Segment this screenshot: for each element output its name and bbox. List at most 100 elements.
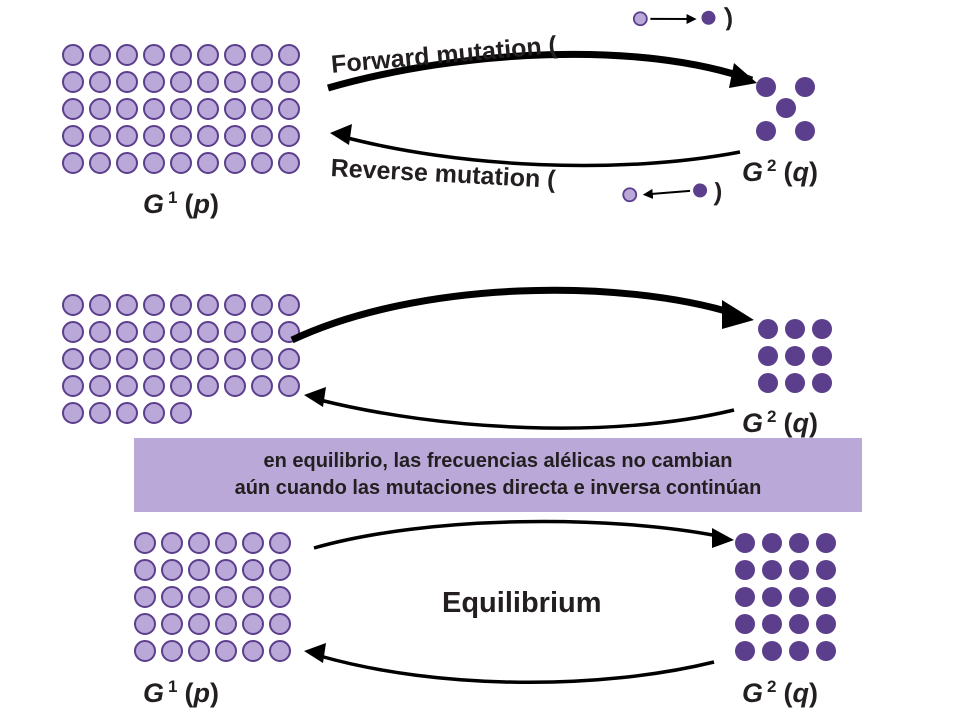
dark-allele-circle bbox=[812, 373, 832, 393]
light-allele-circle bbox=[197, 152, 219, 174]
light-allele-circle bbox=[143, 321, 165, 343]
dark-allele-circle bbox=[762, 614, 782, 634]
dark-allele-circle bbox=[816, 641, 836, 661]
light-allele-circle bbox=[170, 402, 192, 424]
light-allele-circle bbox=[116, 375, 138, 397]
light-allele-circle bbox=[89, 152, 111, 174]
light-allele-circle bbox=[269, 532, 291, 554]
light-allele-circle bbox=[251, 348, 273, 370]
light-allele-circle bbox=[143, 294, 165, 316]
dark-allele-icon bbox=[701, 10, 716, 25]
dark-allele-circle bbox=[812, 346, 832, 366]
light-allele-circle bbox=[188, 586, 210, 608]
dark-allele-circle bbox=[762, 641, 782, 661]
reverse-arrowhead-middle bbox=[304, 387, 326, 407]
light-allele-circle bbox=[224, 348, 246, 370]
light-allele-circle bbox=[278, 71, 300, 93]
light-allele-circle bbox=[116, 321, 138, 343]
light-allele-circle bbox=[224, 152, 246, 174]
light-allele-circle bbox=[89, 294, 111, 316]
dark-allele-circle bbox=[758, 319, 778, 339]
light-allele-circle bbox=[278, 152, 300, 174]
light-allele-circle bbox=[134, 613, 156, 635]
light-allele-circle bbox=[224, 294, 246, 316]
light-allele-circle bbox=[278, 375, 300, 397]
light-allele-circle bbox=[278, 294, 300, 316]
light-allele-circle bbox=[242, 559, 264, 581]
light-allele-circle bbox=[116, 71, 138, 93]
small-arrow-icon bbox=[642, 188, 691, 199]
reverse-mutation-text: Reverse mutation ( bbox=[330, 154, 557, 194]
dark-allele-circle bbox=[758, 346, 778, 366]
light-allele-circle bbox=[224, 321, 246, 343]
light-allele-circle bbox=[170, 321, 192, 343]
light-allele-circle bbox=[170, 294, 192, 316]
light-allele-circle bbox=[242, 613, 264, 635]
reverse-arrowhead-bottom bbox=[304, 643, 326, 663]
svg-text:Reverse mutation (: Reverse mutation ( bbox=[330, 154, 557, 194]
light-allele-circle bbox=[134, 532, 156, 554]
light-allele-circle bbox=[269, 613, 291, 635]
light-allele-circle bbox=[143, 98, 165, 120]
forward-mutation-arrowhead bbox=[729, 63, 757, 88]
light-allele-circle bbox=[62, 71, 84, 93]
light-allele-circle bbox=[251, 294, 273, 316]
forward-mutation-text: Forward mutation ( bbox=[330, 31, 559, 79]
light-allele-circle bbox=[170, 152, 192, 174]
light-allele-circle bbox=[197, 125, 219, 147]
dark-allele-circle bbox=[758, 373, 778, 393]
light-allele-circle bbox=[143, 375, 165, 397]
forward-mutation-label: Forward mutation ( ) bbox=[330, 3, 734, 79]
light-allele-circle bbox=[134, 640, 156, 662]
light-allele-circle bbox=[170, 375, 192, 397]
dark-allele-circle bbox=[735, 614, 755, 634]
light-allele-circle bbox=[215, 640, 237, 662]
dark-allele-circle bbox=[785, 373, 805, 393]
light-allele-circle bbox=[116, 402, 138, 424]
light-allele-circle bbox=[134, 586, 156, 608]
light-allele-circle bbox=[188, 613, 210, 635]
light-allele-circle bbox=[62, 375, 84, 397]
light-allele-circle bbox=[62, 152, 84, 174]
dark-allele-circle bbox=[756, 77, 776, 97]
light-allele-circle bbox=[188, 532, 210, 554]
light-allele-icon bbox=[622, 187, 638, 203]
g1-allele-grid-top bbox=[62, 44, 300, 174]
light-allele-circle bbox=[161, 559, 183, 581]
light-allele-circle bbox=[116, 125, 138, 147]
light-allele-circle bbox=[143, 44, 165, 66]
reverse-arrow-bottom bbox=[319, 654, 715, 685]
light-allele-circle bbox=[251, 44, 273, 66]
light-allele-circle bbox=[143, 125, 165, 147]
svg-text:Forward mutation (: Forward mutation ( bbox=[330, 31, 559, 79]
light-allele-circle bbox=[116, 98, 138, 120]
light-allele-circle bbox=[62, 294, 84, 316]
equilibrium-caption-banner: en equilibrio, las frecuencias alélicas … bbox=[134, 438, 862, 512]
forward-arrowhead-middle bbox=[722, 300, 754, 329]
dark-allele-circle bbox=[735, 641, 755, 661]
forward-arrow-middle bbox=[290, 286, 738, 344]
g2-allele-grid-middle bbox=[758, 319, 832, 393]
light-allele-circle bbox=[197, 71, 219, 93]
dark-allele-circle bbox=[762, 560, 782, 580]
light-allele-circle bbox=[89, 98, 111, 120]
light-allele-circle bbox=[161, 613, 183, 635]
light-allele-circle bbox=[170, 348, 192, 370]
light-allele-circle bbox=[197, 98, 219, 120]
light-allele-circle bbox=[188, 559, 210, 581]
light-allele-circle bbox=[62, 321, 84, 343]
light-allele-circle bbox=[89, 71, 111, 93]
forward-close-paren: ) bbox=[723, 3, 734, 32]
light-allele-circle bbox=[278, 348, 300, 370]
light-allele-circle bbox=[278, 44, 300, 66]
light-allele-circle bbox=[224, 375, 246, 397]
light-allele-circle bbox=[197, 348, 219, 370]
light-allele-circle bbox=[251, 375, 273, 397]
dark-allele-circle bbox=[735, 533, 755, 553]
light-allele-circle bbox=[215, 532, 237, 554]
